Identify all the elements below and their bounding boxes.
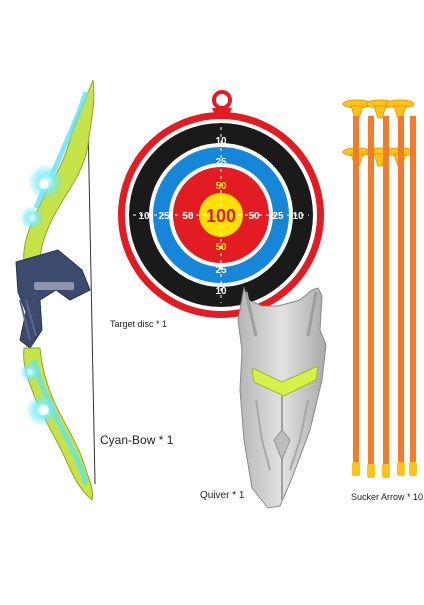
bow-icon [15, 79, 96, 501]
target-icon [118, 90, 324, 318]
target-score-50-right: 50 [248, 211, 260, 222]
target-center-score: 100 [206, 206, 236, 226]
target-score-10-left: 10 [138, 211, 150, 222]
target-score-25-right: 25 [272, 211, 284, 222]
target-score-25-bottom: 25 [215, 265, 227, 276]
target-score-50-left: 50 [182, 211, 194, 222]
target-score-10-right: 10 [292, 211, 304, 222]
target-score-50-top: 50 [215, 181, 227, 192]
target-disc-label: Target disc * 1 [110, 319, 168, 329]
quiver-label: Quiver * 1 [200, 490, 245, 501]
arrow-icon [342, 99, 417, 478]
bow-label: Cyan-Bow * 1 [100, 433, 174, 447]
sucker-arrow-label: Sucker Arrow * 10 [351, 492, 424, 502]
target-score-10-bottom: 10 [215, 286, 227, 297]
target-score-25-left: 25 [158, 211, 170, 222]
target-score-50-bottom: 50 [215, 242, 227, 253]
target-score-10-top: 10 [215, 136, 227, 147]
target-score-25-top: 25 [215, 157, 227, 168]
quiver-icon [237, 286, 327, 509]
